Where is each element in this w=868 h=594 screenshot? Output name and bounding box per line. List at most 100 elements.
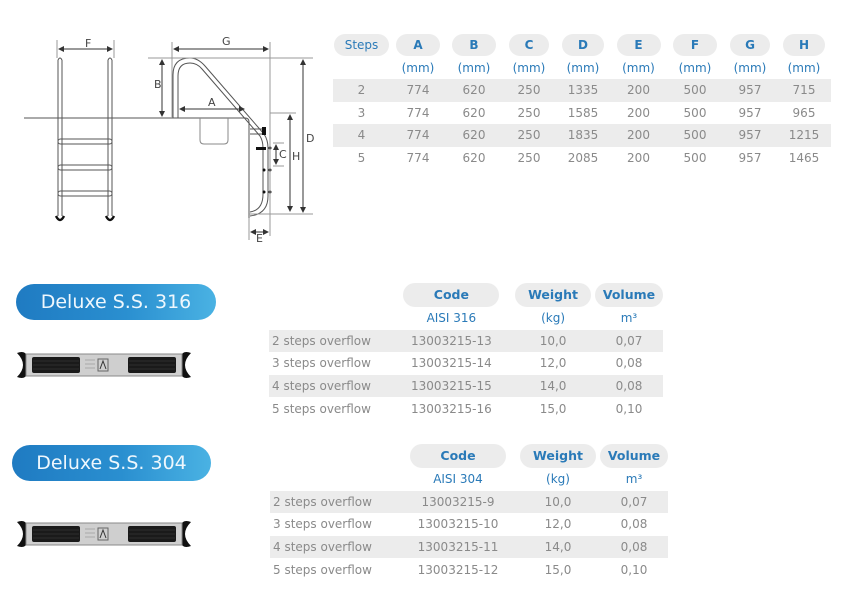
row-code: 13003215-12 xyxy=(417,562,499,577)
row-weight: 15,0 xyxy=(544,562,572,577)
cell: 250 xyxy=(517,105,541,120)
cell: 620 xyxy=(462,150,486,165)
table-row: 2 774 620 250 1335 200 500 957 715 xyxy=(333,79,831,102)
cell: 957 xyxy=(738,105,762,120)
label-H: H xyxy=(292,150,300,163)
unit-h: (mm) xyxy=(787,60,821,75)
header-f: F xyxy=(673,34,717,57)
row-code: 13003215-10 xyxy=(417,517,499,532)
unit-e: (mm) xyxy=(622,60,655,75)
unit-code: AISI 304 xyxy=(433,472,483,487)
row-weight: 14,0 xyxy=(511,374,595,398)
header-code: Code xyxy=(403,283,500,307)
header-a: A xyxy=(396,34,440,57)
row-weight: 14,0 xyxy=(516,535,600,559)
label-A: A xyxy=(208,96,216,109)
cell: 4 xyxy=(333,124,390,147)
header-h: H xyxy=(783,34,825,57)
unit-d: (mm) xyxy=(566,60,600,75)
row-name: 4 steps overflow xyxy=(269,374,392,398)
product-header-row: Code Weight Volume xyxy=(269,283,663,307)
product-title-badge-304: Deluxe S.S. 304 xyxy=(12,445,211,481)
header-e: E xyxy=(616,34,661,57)
row-volume: 0,08 xyxy=(615,356,643,371)
label-E: E xyxy=(256,232,263,245)
unit-volume: m³ xyxy=(620,311,638,326)
cell: 1335 xyxy=(556,79,610,102)
header-d: D xyxy=(562,34,604,57)
header-weight: Weight xyxy=(520,444,596,468)
row-volume: 0,10 xyxy=(615,401,643,416)
header-b: B xyxy=(452,34,496,57)
cell: 957 xyxy=(738,150,762,165)
ladder-step-image-316 xyxy=(17,352,191,378)
table-row: 2 steps overflow 13003215-13 10,0 0,07 xyxy=(269,329,663,353)
cell: 774 xyxy=(390,79,446,102)
row-name: 4 steps overflow xyxy=(270,535,400,559)
row-volume: 0,08 xyxy=(594,374,663,398)
header-weight: Weight xyxy=(515,283,592,307)
cell: 1465 xyxy=(788,150,820,165)
cell: 774 xyxy=(406,105,430,120)
product-table-304: Code Weight Volume AISI 304 (kg) m³ 2 st… xyxy=(270,444,668,581)
table-row: 2 steps overflow 13003215-9 10,0 0,07 xyxy=(270,490,668,514)
dimension-table: Steps A B C D E F G H (mm) (mm) (mm) (mm… xyxy=(333,34,831,169)
header-steps: Steps xyxy=(334,34,389,57)
row-name: 2 steps overflow xyxy=(269,329,392,353)
cell: 2085 xyxy=(567,150,599,165)
row-code: 13003215-14 xyxy=(411,356,492,371)
cell: 500 xyxy=(683,105,707,120)
row-volume: 0,08 xyxy=(600,535,668,559)
product-header-row: Code Weight Volume xyxy=(270,444,668,468)
table-row: 5 steps overflow 13003215-16 15,0 0,10 xyxy=(269,397,663,420)
ladder-step-image-304 xyxy=(17,521,191,547)
product-title-badge-316: Deluxe S.S. 316 xyxy=(16,284,216,320)
unit-b: (mm) xyxy=(457,60,491,75)
label-C: C xyxy=(279,148,287,161)
cell: 1835 xyxy=(556,124,610,147)
cell: 620 xyxy=(462,105,486,120)
table-row: 3 774 620 250 1585 200 500 957 965 xyxy=(333,102,831,125)
cell: 200 xyxy=(627,150,650,165)
cell: 1215 xyxy=(777,124,831,147)
cell: 200 xyxy=(627,105,650,120)
unit-weight: (kg) xyxy=(541,311,566,326)
cell: 774 xyxy=(390,124,446,147)
header-c: C xyxy=(509,34,549,57)
label-G: G xyxy=(222,35,231,48)
row-weight: 15,0 xyxy=(539,401,567,416)
cell: 500 xyxy=(683,150,707,165)
cell: 2 xyxy=(333,79,390,102)
cell: 500 xyxy=(667,79,723,102)
table-row: 3 steps overflow 13003215-10 12,0 0,08 xyxy=(270,513,668,536)
cell: 250 xyxy=(502,124,556,147)
unit-code: AISI 316 xyxy=(426,311,477,326)
label-B: B xyxy=(154,78,162,91)
table-row: 5 774 620 250 2085 200 500 957 1465 xyxy=(333,147,831,170)
row-code: 13003215-15 xyxy=(391,374,512,398)
row-name: 5 steps overflow xyxy=(272,401,371,416)
cell: 620 xyxy=(446,79,502,102)
unit-f: (mm) xyxy=(678,60,712,75)
unit-volume: m³ xyxy=(625,472,643,487)
cell: 5 xyxy=(357,150,366,165)
product-table-316: Code Weight Volume AISI 316 (kg) m³ 2 st… xyxy=(269,283,663,420)
cell: 965 xyxy=(792,105,816,120)
unit-c: (mm) xyxy=(512,60,546,75)
product-unit-row: AISI 304 (kg) m³ xyxy=(270,468,668,491)
row-name: 3 steps overflow xyxy=(272,356,371,371)
cell: 3 xyxy=(357,105,366,120)
unit-weight: (kg) xyxy=(546,472,570,487)
row-volume: 0,08 xyxy=(620,517,648,532)
header-volume: Volume xyxy=(594,283,663,307)
cell: 774 xyxy=(406,150,430,165)
dimension-unit-row: (mm) (mm) (mm) (mm) (mm) (mm) (mm) (mm) xyxy=(333,57,831,80)
ladder-drawing: F G B A D C H E xyxy=(24,35,314,245)
header-volume: Volume xyxy=(600,444,668,468)
row-name: 3 steps overflow xyxy=(273,517,372,532)
row-code: 13003215-16 xyxy=(411,401,492,416)
cell: 957 xyxy=(723,79,777,102)
cell: 957 xyxy=(723,124,777,147)
product-unit-row: AISI 316 (kg) m³ xyxy=(269,307,663,330)
table-row: 3 steps overflow 13003215-14 12,0 0,08 xyxy=(269,352,663,375)
